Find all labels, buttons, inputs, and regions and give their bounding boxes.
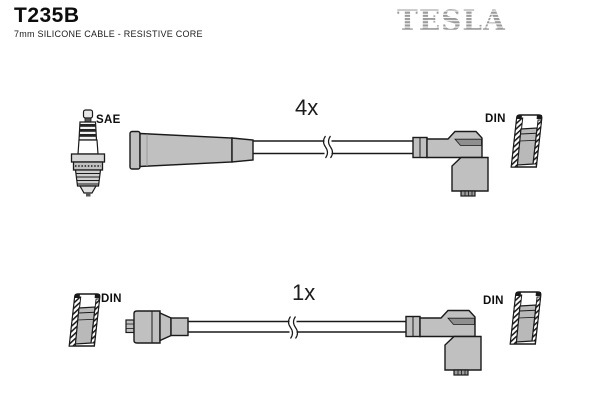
cable-break-icon <box>322 135 334 159</box>
straight-boot-icon-row1 <box>129 130 254 170</box>
part-number: T235B <box>14 4 80 27</box>
quantity-label-row2: 1x <box>292 280 316 305</box>
quantity-label-row1: 4x <box>295 95 319 120</box>
cable-break-icon <box>287 316 299 339</box>
product-subtitle: 7mm SILICONE CABLE - RESISTIVE CORE <box>14 29 203 39</box>
din-terminal-icon-bottom-left <box>68 293 101 347</box>
connector-label-din-bottom-right: DIN <box>483 295 504 307</box>
elbow-boot-icon-row2 <box>405 309 482 376</box>
connector-label-sae: SAE <box>96 114 121 126</box>
spark-plug-icon <box>70 109 106 197</box>
cable-row2 <box>188 316 406 339</box>
din-terminal-icon-top-right <box>510 114 543 168</box>
straight-boot-icon-row2 <box>125 310 189 344</box>
din-terminal-icon-bottom-right <box>509 291 542 345</box>
connector-label-din-bottom-left: DIN <box>101 293 122 305</box>
cable-row1 <box>253 135 413 159</box>
connector-label-din-top-right: DIN <box>485 113 506 125</box>
brand-logo: TESLA <box>397 4 506 37</box>
brand-logo-text: TESLA <box>397 4 506 37</box>
elbow-boot-icon-row1 <box>412 130 489 197</box>
